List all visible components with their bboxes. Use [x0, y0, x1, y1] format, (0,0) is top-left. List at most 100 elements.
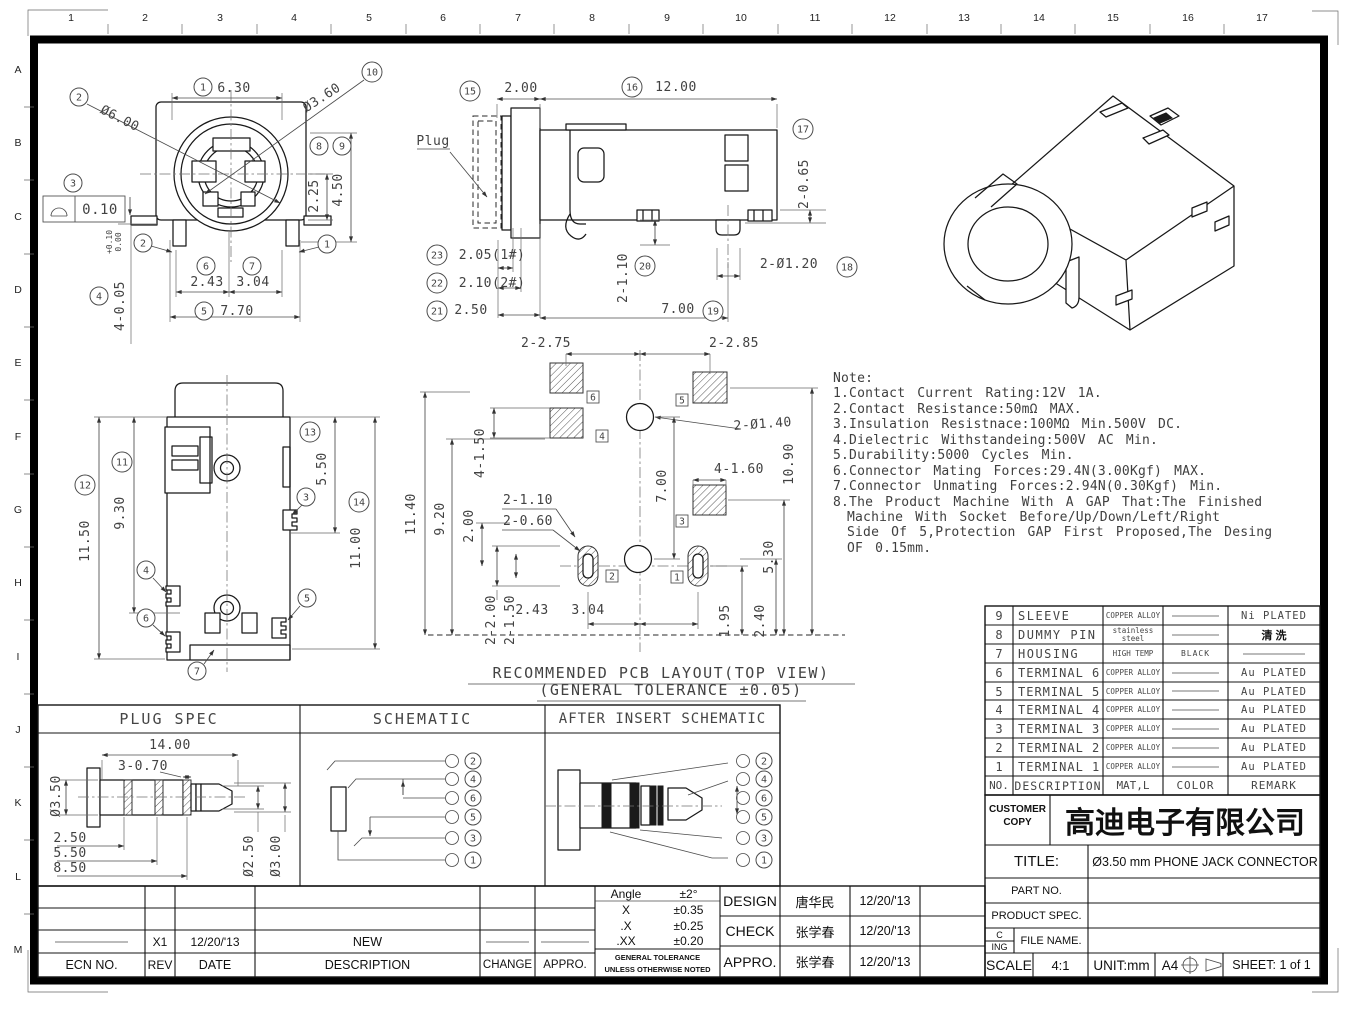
projection-symbol-icon: [1181, 956, 1222, 974]
part-no: 8: [995, 627, 1003, 642]
grid-top-2: 2: [142, 12, 148, 24]
balloon-side-20: 20: [639, 262, 651, 273]
parts-header-color: COLOR: [1176, 779, 1215, 792]
dim-pcb-200: 2.00: [462, 509, 477, 542]
pad-label-5: 5: [679, 396, 685, 407]
notes-block: Note: 1.Contact Current Rating:12V 1A. 2…: [833, 371, 1333, 556]
grid-top-4: 4: [291, 12, 297, 24]
rev-date: 12/20/'13: [190, 934, 240, 949]
dim-plug-dia350: Ø3.50: [49, 775, 64, 817]
grid-left-b: B: [14, 137, 22, 149]
signoff-name: 张学春: [795, 924, 835, 940]
note-line: Note:: [833, 371, 874, 386]
dim-pcb-1140: 11.40: [404, 493, 419, 535]
after-terminal-2: 2: [761, 757, 767, 768]
schematic-title: SCHEMATIC: [372, 710, 473, 728]
dim-side-205: 2.05(1#): [459, 248, 526, 263]
grid-left-c: C: [14, 211, 22, 223]
title-label: TITLE:: [1013, 853, 1059, 870]
company-name: 高迪电子有限公司: [1065, 807, 1305, 840]
dim-bottom-1100: 11.00: [349, 527, 364, 569]
bottom-band-grid: [37, 885, 986, 978]
dim-plug-1400: 14.00: [149, 738, 191, 753]
part-no: 4: [995, 702, 1003, 717]
tol-footer-1: GENERAL TOLERANCE: [614, 952, 701, 962]
after-terminal-6: 6: [761, 794, 767, 805]
dim-pcb-2150: 2-1.50: [503, 595, 518, 645]
part-mat: HIGH TEMP: [1112, 648, 1154, 658]
balloon-side-15: 15: [464, 87, 476, 98]
tol-dx-label: .X: [620, 918, 632, 933]
pad-label-4: 4: [599, 432, 605, 443]
parts-header-mat: MAT,L: [1116, 779, 1150, 792]
part-mat: COPPER ALLOY: [1105, 723, 1161, 733]
grid-top-13: 13: [958, 12, 970, 24]
pcb-caption-1: RECOMMENDED PCB LAYOUT(TOP VIEW): [493, 664, 830, 682]
scale-value: 4:1: [1051, 957, 1070, 973]
grid-top-3: 3: [217, 12, 223, 24]
parts-header-desc: DESCRIPTION: [1014, 778, 1102, 793]
schematic-terminal-3: 3: [470, 834, 476, 845]
tol-footer-2: UNLESS OTHERWISE NOTED: [604, 964, 711, 974]
dim-front-450: 4.50: [331, 173, 346, 206]
grid-top-15: 15: [1107, 12, 1119, 24]
dim-plug-dia300: Ø3.00: [269, 835, 284, 877]
parts-header-remark: REMARK: [1251, 779, 1297, 792]
dim-front-630: 6.30: [217, 81, 250, 96]
balloon-front-7: 7: [249, 262, 255, 273]
schematic-terminal-5: 5: [470, 813, 476, 824]
dim-pcb-700: 7.00: [655, 469, 670, 502]
balloon-front-pin2: 2: [140, 239, 146, 250]
dim-front-304: 3.04: [236, 275, 269, 290]
rev-header-appro: APPRO.: [543, 959, 587, 971]
dim-pcb-240: 2.40: [753, 604, 768, 637]
sheet-info: SHEET: 1 of 1: [1232, 958, 1311, 972]
iso-view: [943, 95, 1235, 331]
pad-label-6: 6: [590, 393, 596, 404]
pad-label-3: 3: [679, 517, 685, 528]
balloon-front-pin1: 1: [324, 240, 330, 251]
grid-top-1: 1: [68, 12, 74, 24]
paper-size: A4: [1161, 957, 1179, 973]
dim-front-770: 7.70: [220, 304, 253, 319]
dim-bottom-930: 9.30: [113, 496, 128, 529]
balloon-front-8: 8: [316, 142, 322, 153]
note-line: 6.Connector Mating Forces:29.4N(3.00Kgf)…: [833, 463, 1207, 479]
scale-label: SCALE: [986, 957, 1032, 973]
after-insert-title: AFTER INSERT SCHEMATIC: [558, 711, 767, 727]
part-desc: SLEEVE: [1018, 608, 1071, 623]
dim-front-4005: 4-0.05: [113, 281, 128, 331]
product-spec-label: PRODUCT SPEC.: [991, 909, 1082, 922]
grid-top-12: 12: [884, 12, 896, 24]
part-mat: COPPER ALLOY: [1105, 704, 1161, 714]
signoff-date: 12/20/'13: [859, 894, 911, 908]
signoff-name: 张学春: [795, 955, 835, 970]
dim-side-250: 2.50: [454, 303, 487, 318]
grid-top-7: 7: [515, 12, 521, 24]
pad-label-2: 2: [609, 572, 615, 583]
schematic-terminal-4: 4: [470, 775, 476, 786]
dim-plug-3070: 3-0.70: [118, 759, 168, 774]
schematic-drawing: 2 4 6 5 3 1: [326, 752, 482, 869]
grid-left-e: E: [14, 357, 22, 369]
dim-plug-550: 5.50: [53, 846, 86, 861]
dim-side-2dia120: 2-Ø1.20: [760, 257, 818, 272]
dim-front-tollo: 0.00: [114, 232, 123, 251]
pad-label-1: 1: [674, 573, 680, 584]
part-no: 9: [995, 608, 1003, 623]
dim-plug-250: 2.50: [53, 831, 86, 846]
grid-top-16: 16: [1182, 12, 1194, 24]
part-mat: COPPER ALLOY: [1105, 742, 1161, 752]
dim-pcb-195: 1.95: [718, 604, 733, 637]
dim-pcb-4150: 4-1.50: [473, 428, 488, 478]
rev-header-rev: REV: [147, 958, 173, 972]
note-line: 7.Connector Unmating Forces:2.94N(0.30Kg…: [833, 479, 1223, 495]
after-terminal-3: 3: [761, 834, 767, 845]
after-terminal-4: 4: [761, 775, 767, 786]
grid-top-10: 10: [735, 12, 747, 24]
dim-pcb-243: 2.43: [515, 603, 548, 618]
customer-copy-line1: CUSTOMER: [988, 803, 1047, 815]
grid-top-11: 11: [809, 12, 821, 24]
file-name-label: FILE NAME.: [1020, 934, 1082, 947]
note-line: Side Of 5,Protection GAP First Proposed,…: [847, 525, 1273, 541]
